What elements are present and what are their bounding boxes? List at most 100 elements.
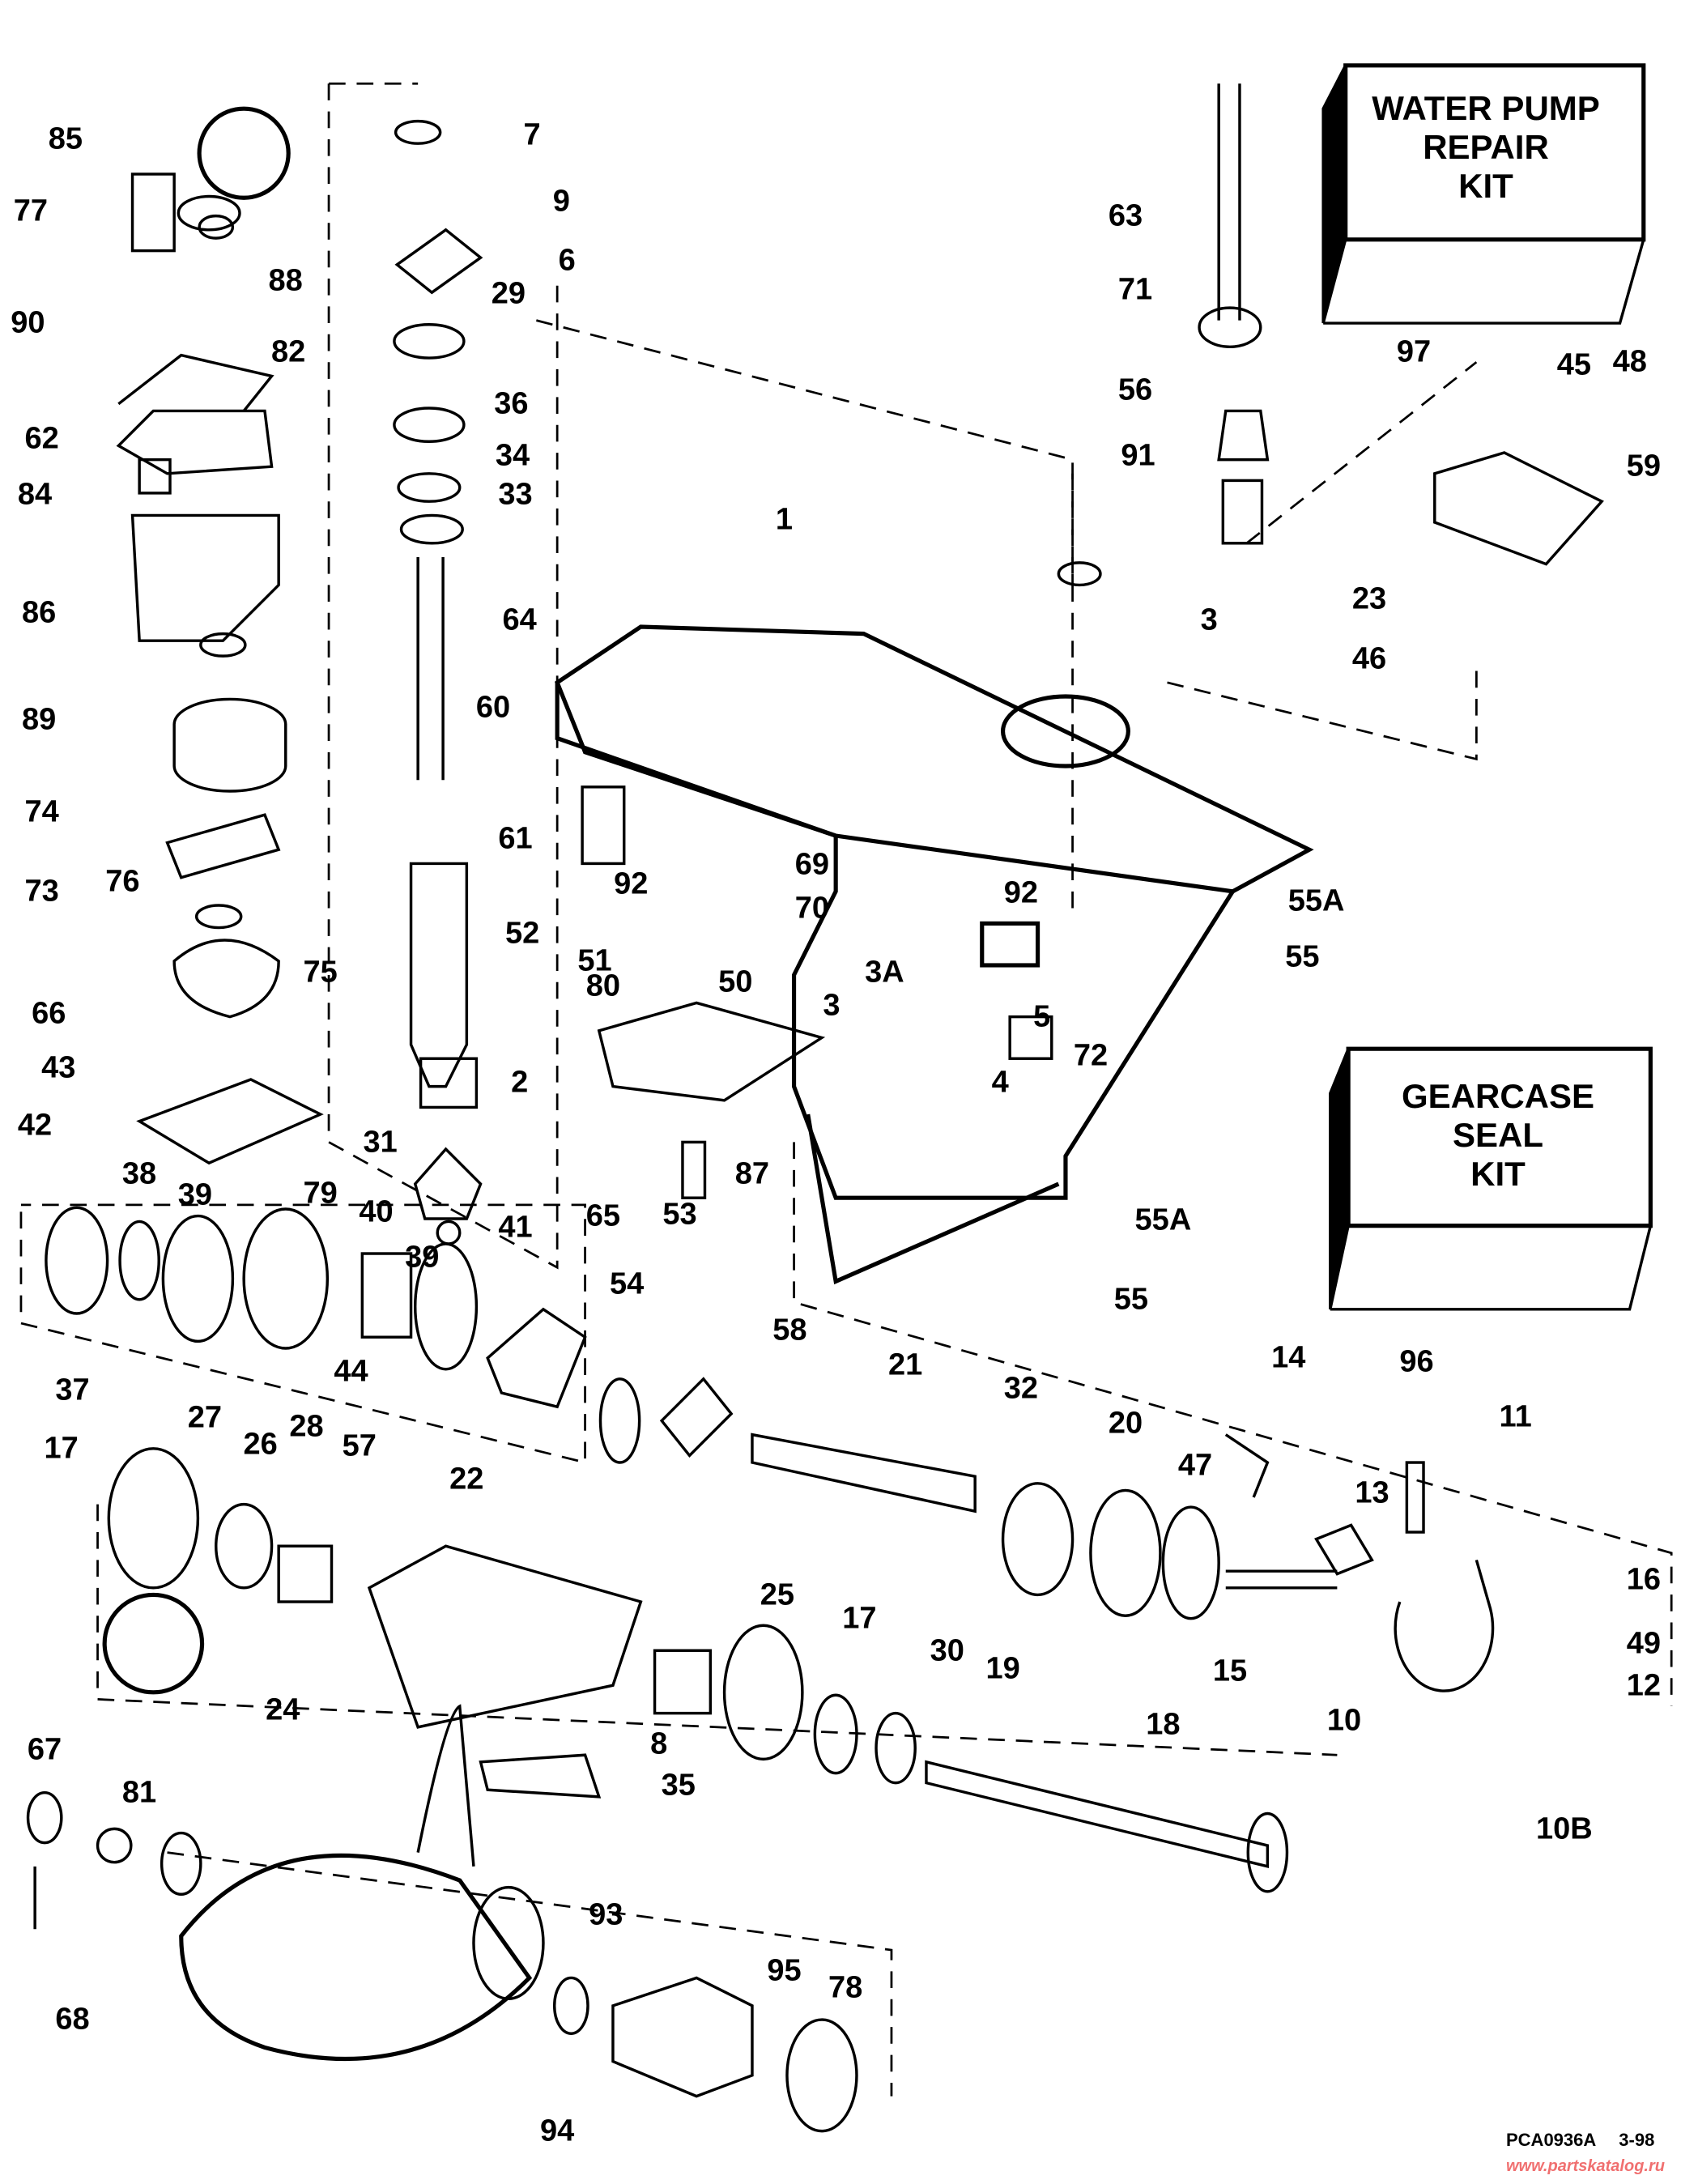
- callout-2: 2: [511, 1065, 529, 1100]
- callout-29: 29: [491, 276, 526, 311]
- callout-56: 56: [1117, 373, 1153, 407]
- callout-3: 3: [823, 988, 840, 1023]
- callout-12: 12: [1626, 1668, 1662, 1703]
- callout-35: 35: [661, 1768, 696, 1803]
- callout-17: 17: [842, 1601, 877, 1636]
- callout-52: 52: [504, 916, 540, 951]
- kit-line: KIT: [1458, 167, 1513, 205]
- callout-38: 38: [121, 1156, 157, 1191]
- callout-72: 72: [1073, 1038, 1109, 1073]
- callout-43: 43: [41, 1050, 76, 1085]
- callout-58: 58: [772, 1313, 807, 1347]
- callout-75: 75: [303, 955, 338, 990]
- callout-34: 34: [495, 438, 530, 473]
- callout-71: 71: [1117, 272, 1153, 307]
- callout-88: 88: [268, 263, 303, 298]
- driveshaft-parts: [197, 106, 483, 1245]
- callout-17: 17: [44, 1431, 79, 1466]
- kit-line: KIT: [1470, 1155, 1526, 1193]
- callout-21: 21: [888, 1347, 923, 1382]
- callout-82: 82: [270, 334, 306, 369]
- callout-55: 55: [1113, 1282, 1148, 1317]
- callout-15: 15: [1212, 1654, 1248, 1688]
- callout-63: 63: [1108, 198, 1143, 233]
- callout-45: 45: [1556, 347, 1592, 382]
- callout-5: 5: [1033, 999, 1051, 1034]
- callout-74: 74: [24, 794, 59, 829]
- callout-55: 55: [1285, 939, 1320, 974]
- callout-51: 51: [577, 943, 612, 978]
- water-pump-repair-kit-label: WATER PUMP REPAIR KIT: [1336, 89, 1636, 206]
- watermark: www.partskatalog.ru: [1506, 2157, 1665, 2175]
- callout-64: 64: [502, 602, 537, 637]
- kit-line: SEAL: [1452, 1116, 1543, 1154]
- callout-6: 6: [558, 243, 576, 278]
- callout-44: 44: [334, 1354, 368, 1389]
- callout-3A: 3A: [865, 955, 904, 990]
- callout-14: 14: [1271, 1340, 1306, 1375]
- callout-30: 30: [930, 1633, 964, 1667]
- callout-24: 24: [266, 1692, 300, 1727]
- callout-61: 61: [498, 821, 533, 856]
- callout-84: 84: [17, 477, 53, 512]
- callout-86: 86: [22, 595, 57, 630]
- gearcase-seal-kit-box: [1329, 1046, 1653, 1311]
- callout-92: 92: [614, 866, 649, 901]
- callout-18: 18: [1146, 1707, 1181, 1742]
- callout-10: 10: [1326, 1703, 1362, 1738]
- kit-line: GEARCASE: [1401, 1077, 1595, 1115]
- callout-67: 67: [27, 1732, 62, 1767]
- callout-47: 47: [1177, 1448, 1213, 1483]
- callout-26: 26: [243, 1427, 278, 1462]
- callout-69: 69: [794, 847, 830, 882]
- callout-32: 32: [1003, 1371, 1039, 1406]
- propeller-parts: [26, 1704, 858, 2133]
- callout-59: 59: [1626, 449, 1662, 483]
- callout-19: 19: [985, 1651, 1020, 1686]
- callout-78: 78: [828, 1970, 863, 2005]
- callout-80: 80: [585, 969, 620, 1003]
- callout-54: 54: [609, 1267, 645, 1301]
- callout-77: 77: [13, 194, 48, 228]
- kit-line: WATER PUMP: [1372, 89, 1600, 127]
- callout-55A: 55A: [1287, 883, 1345, 918]
- callout-94: 94: [539, 2114, 575, 2148]
- callout-66: 66: [32, 996, 66, 1031]
- callout-46: 46: [1351, 641, 1387, 676]
- callout-49: 49: [1626, 1626, 1662, 1661]
- shift-and-cover-parts: [581, 83, 1604, 1576]
- callout-8: 8: [650, 1726, 668, 1761]
- callout-89: 89: [22, 702, 57, 737]
- callout-55A: 55A: [1134, 1203, 1192, 1237]
- callout-92: 92: [1003, 875, 1039, 910]
- callout-95: 95: [767, 1953, 802, 1988]
- callout-1: 1: [775, 502, 794, 537]
- callout-39: 39: [177, 1177, 212, 1212]
- callout-23: 23: [1351, 581, 1387, 616]
- callout-10B: 10B: [1535, 1811, 1593, 1846]
- callout-9: 9: [552, 184, 570, 219]
- callout-16: 16: [1626, 1562, 1662, 1597]
- callout-90: 90: [11, 305, 45, 340]
- callout-65: 65: [585, 1198, 620, 1233]
- gearcase-housing: [554, 624, 1314, 1285]
- propshaft-parts: [45, 1206, 1495, 1893]
- callout-20: 20: [1108, 1406, 1143, 1441]
- callout-36: 36: [494, 386, 529, 421]
- gearcase-seal-kit-label: GEARCASE SEAL KIT: [1348, 1077, 1648, 1194]
- callout-97: 97: [1396, 334, 1432, 369]
- callout-3: 3: [1200, 602, 1218, 637]
- callout-42: 42: [17, 1108, 53, 1143]
- callout-48: 48: [1612, 344, 1647, 379]
- diagram-date: 3-98: [1619, 2130, 1655, 2150]
- callout-11: 11: [1499, 1399, 1532, 1433]
- callout-93: 93: [589, 1897, 623, 1932]
- callout-60: 60: [475, 690, 511, 725]
- callout-73: 73: [24, 874, 59, 909]
- callout-28: 28: [289, 1409, 324, 1444]
- callout-39: 39: [405, 1240, 440, 1275]
- callout-53: 53: [662, 1197, 697, 1232]
